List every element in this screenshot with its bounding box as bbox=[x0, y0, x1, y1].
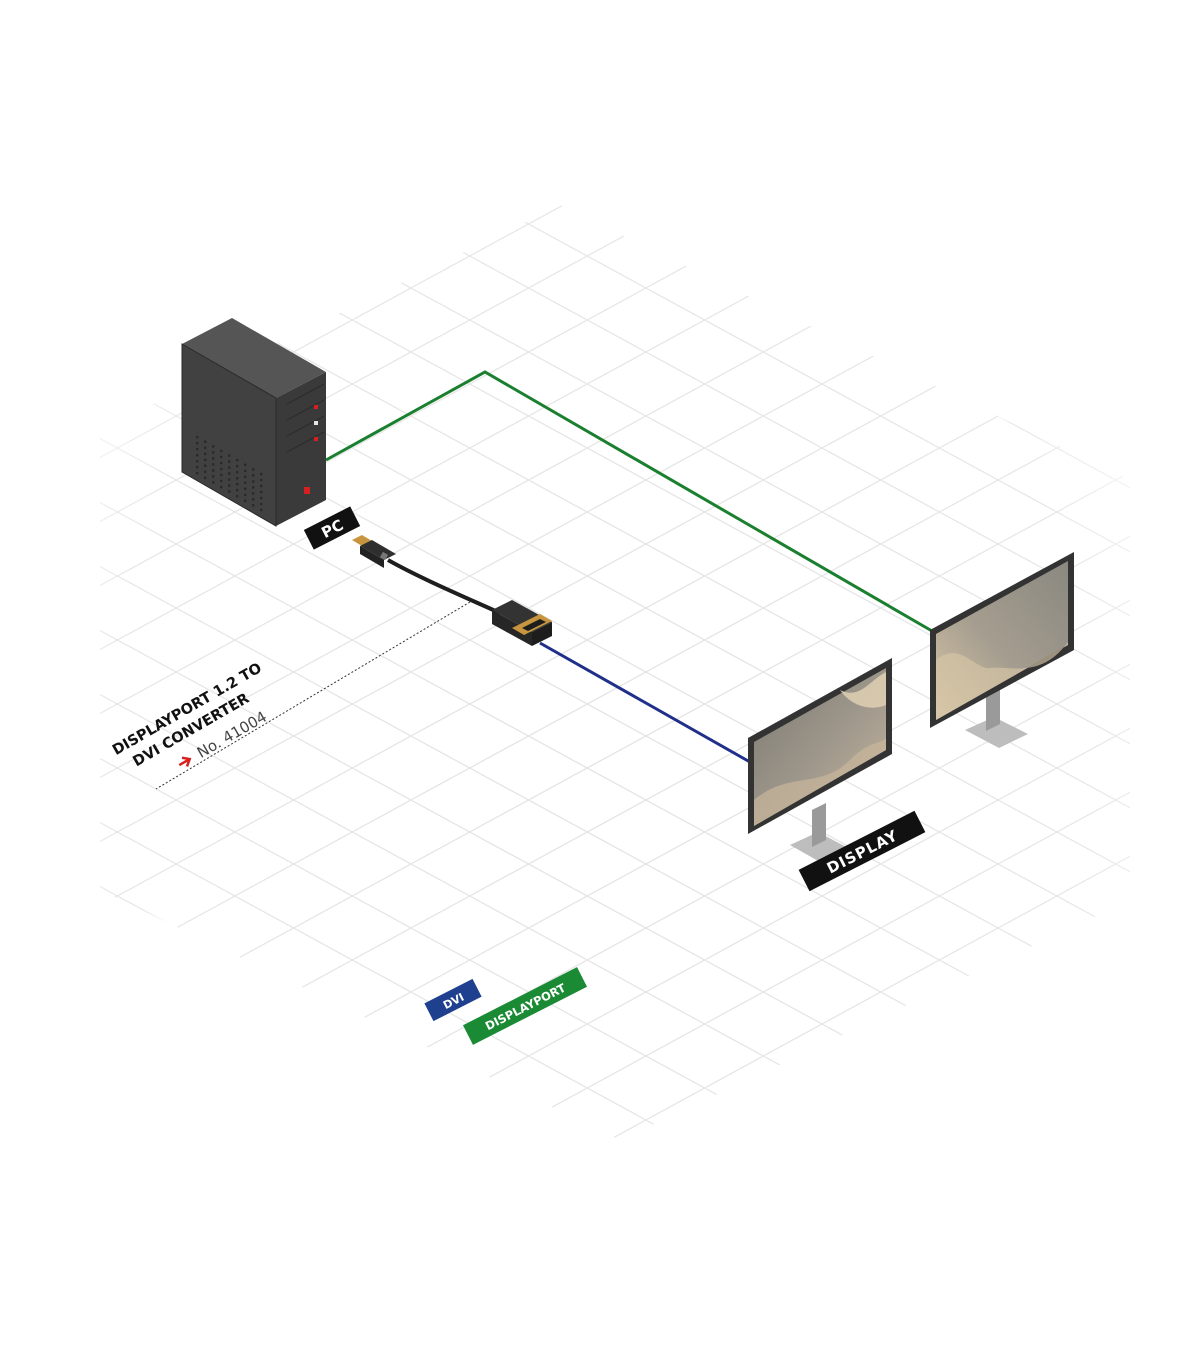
power-button-icon bbox=[304, 487, 310, 494]
displayport-connection-line bbox=[325, 370, 933, 633]
display-near[interactable] bbox=[748, 658, 892, 862]
display-far[interactable] bbox=[930, 552, 1074, 748]
vent-grid bbox=[196, 436, 263, 512]
drive-bays bbox=[286, 383, 325, 453]
legend-item-dvi: DVI bbox=[424, 978, 482, 1022]
led-red-2 bbox=[314, 437, 318, 441]
pc-tower[interactable] bbox=[181, 318, 326, 527]
dvi-connection-line bbox=[539, 641, 751, 764]
displayport-to-dvi-adapter[interactable] bbox=[352, 535, 552, 646]
led-white bbox=[314, 421, 318, 425]
product-leader-line bbox=[155, 601, 471, 790]
dvi-plug bbox=[492, 600, 552, 646]
red-arrow-icon bbox=[178, 756, 192, 767]
displayport-plug bbox=[352, 535, 396, 568]
led-red-1 bbox=[314, 405, 318, 409]
